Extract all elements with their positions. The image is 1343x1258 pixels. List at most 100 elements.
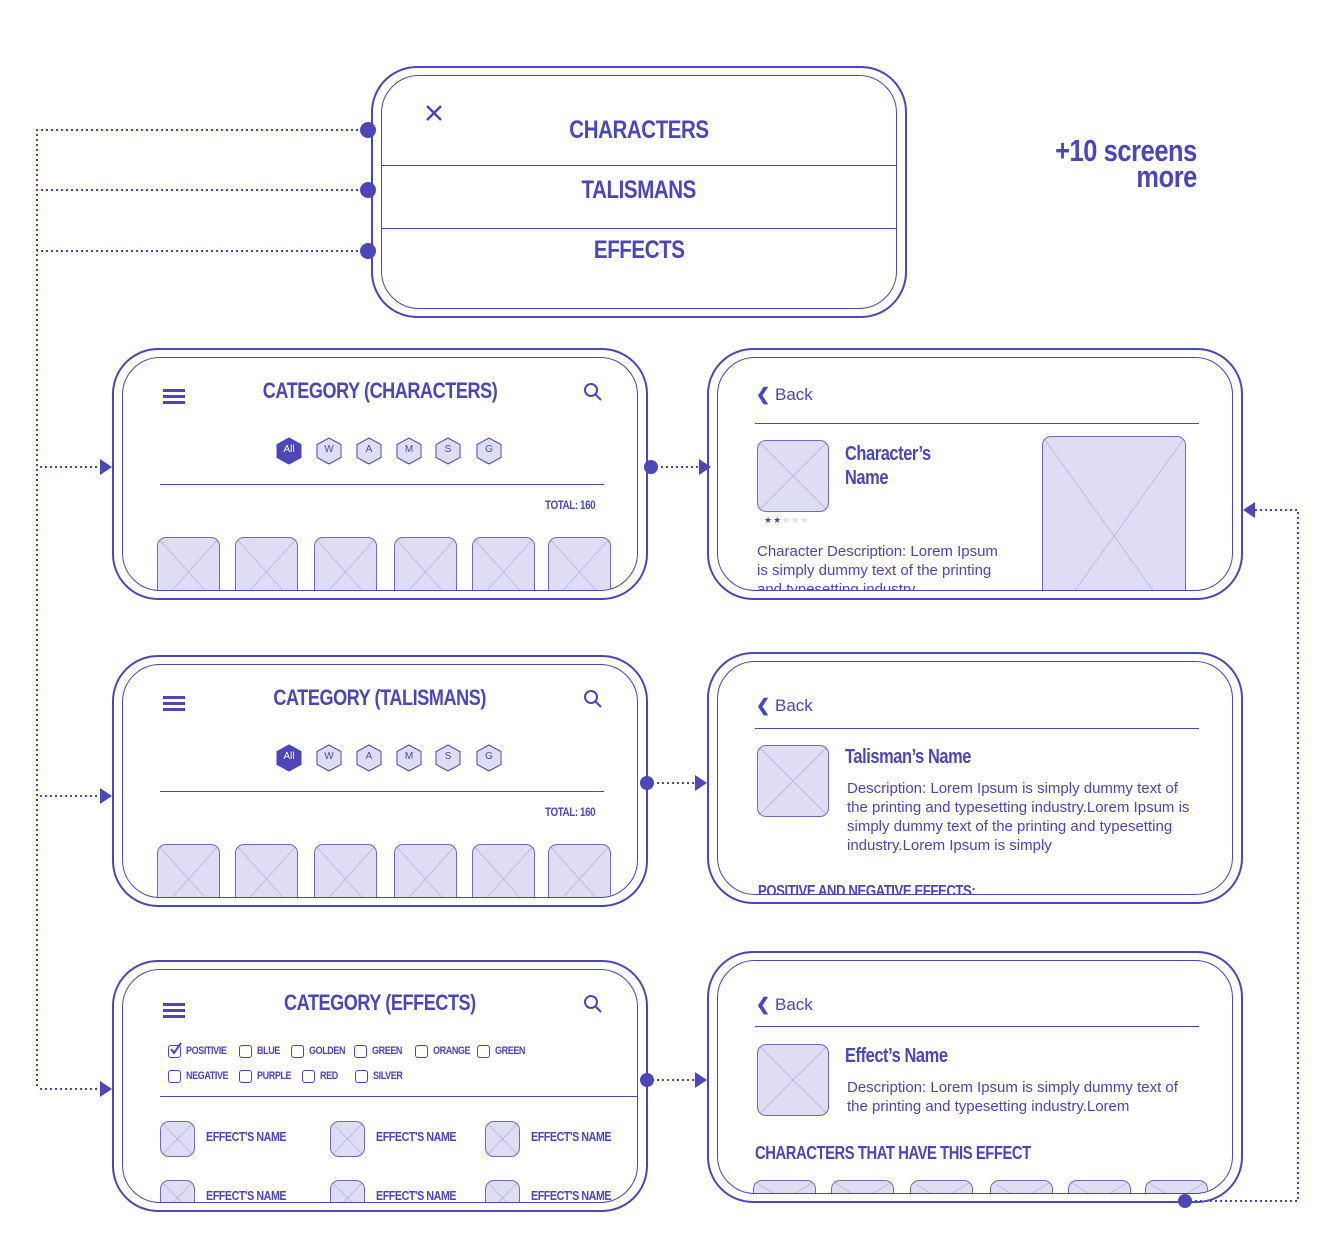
- star-icon: ★: [800, 515, 810, 525]
- checkbox[interactable]: [355, 1070, 368, 1083]
- filter-label: SILVER: [373, 1070, 403, 1083]
- effect-thumbnail[interactable]: [485, 1180, 520, 1202]
- menu-icon[interactable]: [163, 1003, 185, 1018]
- menu-item-characters[interactable]: CHARACTERS: [569, 116, 709, 144]
- item-thumbnail[interactable]: [157, 537, 220, 590]
- filter-chip-a[interactable]: A: [356, 437, 382, 465]
- effect-name[interactable]: EFFECT'S NAME: [376, 1188, 457, 1203]
- filter-checkbox-orange[interactable]: ORANGE: [415, 1045, 478, 1058]
- connector-characters: [36, 129, 368, 1089]
- menu-item-effects[interactable]: EFFECTS: [593, 236, 685, 264]
- filter-checkbox-red[interactable]: RED: [302, 1070, 342, 1083]
- chip-label: S: [444, 751, 452, 762]
- character-thumbnail[interactable]: [1145, 1180, 1208, 1193]
- item-thumbnail[interactable]: [548, 537, 611, 590]
- effect-thumbnail[interactable]: [485, 1121, 520, 1157]
- filter-chip-w[interactable]: W: [316, 744, 342, 772]
- filter-checkbox-green[interactable]: GREEN: [354, 1045, 409, 1058]
- item-thumbnail[interactable]: [314, 844, 377, 897]
- menu-icon[interactable]: [163, 389, 185, 404]
- checkbox[interactable]: [354, 1045, 367, 1058]
- item-thumbnail[interactable]: [235, 844, 298, 897]
- effect-name[interactable]: EFFECT'S NAME: [206, 1129, 287, 1144]
- talisman-image-placeholder: [757, 745, 829, 817]
- filter-chip-s[interactable]: S: [435, 744, 461, 772]
- item-thumbnail[interactable]: [472, 537, 535, 590]
- item-thumbnail[interactable]: [394, 537, 457, 590]
- filter-checkbox-blue[interactable]: BLUE: [239, 1045, 285, 1058]
- item-thumbnail[interactable]: [235, 537, 298, 590]
- search-icon[interactable]: [583, 382, 603, 407]
- effect-thumbnail[interactable]: [160, 1121, 195, 1157]
- filter-chip-all[interactable]: All: [276, 437, 302, 465]
- effect-name[interactable]: EFFECT'S NAME: [531, 1129, 612, 1144]
- effect-name[interactable]: EFFECT'S NAME: [376, 1129, 457, 1144]
- checkbox[interactable]: [239, 1045, 252, 1058]
- filter-checkbox-silver[interactable]: SILVER: [355, 1070, 409, 1083]
- filter-chip-g[interactable]: G: [476, 744, 502, 772]
- filter-checkbox-golden[interactable]: GOLDEN: [291, 1045, 353, 1058]
- checkbox[interactable]: [168, 1042, 182, 1058]
- chip-label: All: [283, 751, 295, 762]
- filter-chip-s[interactable]: S: [435, 437, 461, 465]
- character-thumbnail[interactable]: [831, 1180, 894, 1193]
- filter-chip-all[interactable]: All: [276, 744, 302, 772]
- talisman-detail-screen: ❮ Back Talisman’s Name Description: Lore…: [707, 652, 1243, 904]
- filter-label: GOLDEN: [309, 1045, 346, 1058]
- close-icon[interactable]: [425, 104, 443, 122]
- filter-chip-w[interactable]: W: [316, 437, 342, 465]
- filter-chip-m[interactable]: M: [396, 744, 422, 772]
- filter-checkbox-purple[interactable]: PURPLE: [239, 1070, 299, 1083]
- checkbox[interactable]: [415, 1045, 428, 1058]
- star-icon: ★: [764, 515, 774, 525]
- characters-section-title: CHARACTERS THAT HAVE THIS EFFECT: [755, 1143, 1031, 1163]
- effect-description: Description: Lorem Ipsum is simply dummy…: [847, 1079, 1178, 1115]
- checkbox[interactable]: [477, 1045, 490, 1058]
- filter-chip-g[interactable]: G: [476, 437, 502, 465]
- item-thumbnail[interactable]: [314, 537, 377, 590]
- effects-section-title: POSITIVE AND NEGATIVE EFFECTS:: [758, 883, 976, 895]
- character-thumbnail[interactable]: [753, 1180, 816, 1193]
- effect-name[interactable]: EFFECT'S NAME: [206, 1188, 287, 1203]
- back-button[interactable]: ❮ Back: [756, 385, 813, 404]
- search-icon[interactable]: [583, 994, 603, 1014]
- filter-checkbox-positivie[interactable]: POSITIVIE: [168, 1042, 235, 1058]
- filter-chip-m[interactable]: M: [396, 437, 422, 465]
- effect-image-placeholder: [757, 1044, 829, 1116]
- effect-name[interactable]: EFFECT'S NAME: [531, 1188, 612, 1203]
- checkbox[interactable]: [302, 1070, 315, 1083]
- item-thumbnail[interactable]: [472, 844, 535, 897]
- back-button[interactable]: ❮ Back: [756, 696, 813, 715]
- effect-thumbnail[interactable]: [330, 1180, 365, 1202]
- item-thumbnail[interactable]: [394, 844, 457, 897]
- talisman-name: Talisman’s Name: [845, 746, 972, 768]
- filter-label: RED: [320, 1070, 338, 1083]
- page-title: CATEGORY (TALISMANS): [123, 685, 637, 711]
- effect-thumbnail[interactable]: [330, 1121, 365, 1157]
- checkbox[interactable]: [239, 1070, 252, 1083]
- character-thumbnail[interactable]: [990, 1180, 1053, 1193]
- checkbox[interactable]: [291, 1045, 304, 1058]
- character-thumbnail[interactable]: [1068, 1180, 1131, 1193]
- menu-icon[interactable]: [163, 696, 185, 711]
- effect-thumbnail[interactable]: [160, 1180, 195, 1202]
- item-thumbnail[interactable]: [157, 844, 220, 897]
- chip-label: W: [324, 444, 334, 455]
- page-title-text: CATEGORY (TALISMANS): [273, 685, 487, 710]
- search-icon[interactable]: [583, 689, 603, 714]
- filter-label: ORANGE: [433, 1045, 471, 1058]
- chip-label: W: [324, 751, 334, 762]
- filter-checkbox-negative[interactable]: NEGATIVE: [168, 1070, 237, 1083]
- character-thumbnail[interactable]: [910, 1180, 973, 1193]
- filter-checkbox-green[interactable]: GREEN: [477, 1045, 532, 1058]
- checkbox[interactable]: [168, 1070, 181, 1083]
- back-button[interactable]: ❮ Back: [756, 995, 813, 1014]
- filter-chip-a[interactable]: A: [356, 744, 382, 772]
- item-thumbnail[interactable]: [548, 844, 611, 897]
- chip-label: All: [283, 444, 295, 455]
- menu-item-talismans[interactable]: TALISMANS: [581, 176, 697, 204]
